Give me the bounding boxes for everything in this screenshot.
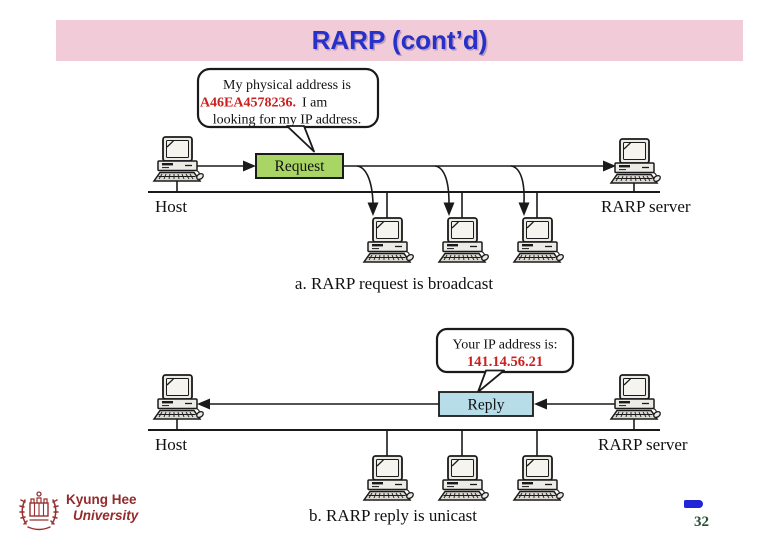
university-name: Kyung Hee University [66,492,138,524]
broadcast-arrow-3 [510,165,525,204]
bubble-a-line2-rest: I am [302,96,327,111]
bubble-b-line1: Your IP address is: [452,338,557,353]
host-label-b: Host [155,435,187,454]
diagram-b: Your IP address is: 141.14.56.21 Reply [148,327,688,525]
client-computer-b1-icon [362,455,415,502]
reply-packet [438,391,534,417]
footer-dash [684,500,703,508]
server-label-b: RARP server [598,435,688,454]
bubble-b-ip-address: 141.14.56.21 [467,354,543,370]
rarp-server-computer-b-icon [609,374,662,421]
broadcast-arrowhead-1-icon [367,202,379,216]
host-computer-b-icon [152,374,205,421]
bubble-a-line1: My physical address is [223,78,351,93]
server-label-a: RARP server [601,197,691,216]
caption-a: a. RARP request is broadcast [295,274,493,293]
host-label-a: Host [155,197,187,216]
client-computer-a1-icon [362,217,415,264]
speech-bubble-b-tail [477,369,505,393]
university-name-line2: University [73,508,139,523]
arrowhead-into-server-icon [603,160,616,172]
caption-b: b. RARP reply is unicast [309,506,477,525]
bubble-a-line3: looking for my IP address. [213,113,361,128]
diagram-a: My physical address is A46EA4578236. I a… [148,67,691,293]
page-title: RARP (cont’d) [311,25,488,55]
reply-packet-label: Reply [467,397,504,414]
page-number: 32 [694,514,709,530]
speech-bubble-a-tail [286,125,315,153]
arrowhead-into-reply-icon [534,398,547,410]
university-name-line1: Kyung Hee [66,492,137,507]
request-packet-label: Request [275,158,326,175]
bubble-a-physical-address: A46EA4578236. [200,96,296,111]
client-computer-a3-icon [512,217,565,264]
host-computer-a-icon [152,136,205,183]
broadcast-arrow-2 [434,165,450,204]
broadcast-arrow-1 [356,165,374,204]
broadcast-arrowhead-2-icon [443,202,455,216]
rarp-server-computer-a-icon [609,138,662,185]
title-bar: RARP (cont’d) [56,20,743,61]
arrowhead-into-request-icon [243,160,256,172]
client-computer-b3-icon [512,455,565,502]
client-computer-a2-icon [437,217,490,264]
broadcast-arrowhead-3-icon [518,202,530,216]
university-logo [19,491,59,531]
speech-bubble-b [435,327,575,374]
arrowhead-into-host-icon [197,398,210,410]
client-computer-b2-icon [437,455,490,502]
